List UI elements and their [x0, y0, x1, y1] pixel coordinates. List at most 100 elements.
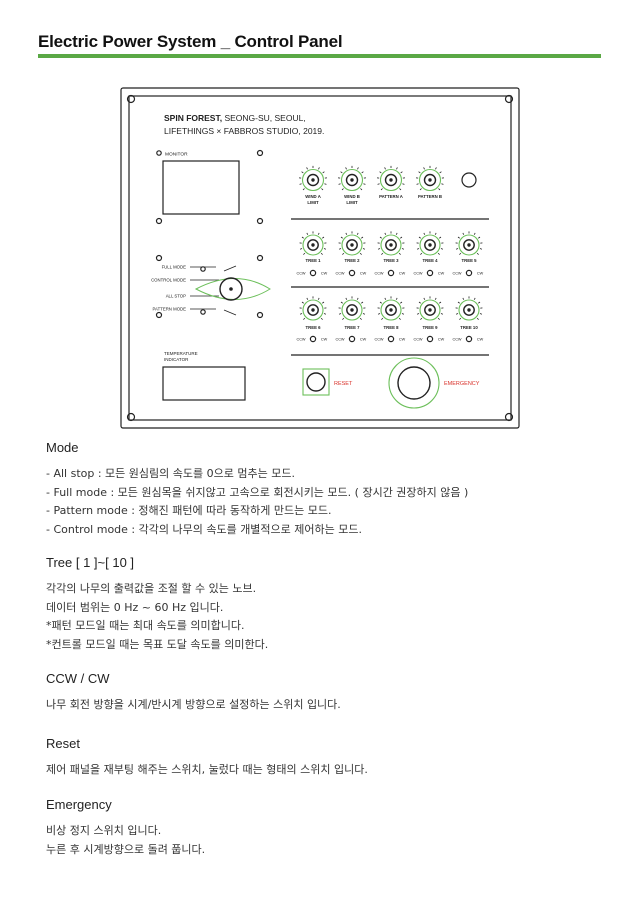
knob-tick — [381, 252, 384, 255]
knob-tick — [357, 167, 359, 170]
section-line: 각각의 나무의 출력값을 조절 할 수 있는 노브. — [46, 582, 257, 595]
section-line: 누른 후 시계방향으로 돌려 풉니다. — [46, 842, 206, 856]
tree-label: TREE 4 — [422, 258, 438, 263]
top-knob-sublabel: LIMIT — [307, 200, 319, 205]
knob-tick — [399, 188, 402, 191]
knob-tick — [401, 313, 405, 315]
ccw-label: CCW — [296, 338, 305, 342]
screw-icon — [504, 412, 514, 422]
knob-tick — [323, 313, 327, 315]
knob-tick — [306, 167, 308, 170]
knob-tick — [302, 188, 305, 191]
knob-tick — [362, 248, 366, 250]
knob-tick — [440, 313, 444, 315]
emergency-button[interactable] — [397, 366, 431, 400]
knob-ring — [302, 299, 324, 321]
top-knob[interactable] — [338, 165, 366, 192]
knob-tick — [400, 301, 403, 304]
tree-knob[interactable] — [299, 296, 327, 321]
knob-tick — [318, 167, 320, 170]
knob-cap — [463, 239, 475, 251]
section-line: - Pattern mode : 정해진 패턴에 따라 동작하게 만드는 모드. — [46, 504, 332, 517]
mode-label: ALL STOP — [166, 294, 186, 299]
monitor-screen — [162, 160, 240, 215]
knob-tick — [360, 188, 363, 191]
tree-label: TREE 1 — [305, 258, 321, 263]
knob-center — [350, 308, 354, 312]
direction-switch[interactable] — [387, 335, 395, 343]
knob-tick — [416, 183, 419, 185]
knob-tick — [320, 252, 323, 255]
knob-tick — [306, 232, 309, 235]
cw-label: CW — [360, 338, 367, 342]
top-knob[interactable] — [299, 165, 327, 192]
direction-switch[interactable] — [348, 335, 356, 343]
section-line: 비상 정지 스위치 입니다. — [46, 824, 162, 837]
knob-tick — [356, 297, 359, 300]
tree-knob[interactable] — [299, 231, 327, 256]
knob-center — [428, 243, 432, 247]
tree-knob[interactable] — [455, 296, 483, 321]
knob-tick — [473, 232, 476, 235]
knob-cap — [424, 304, 436, 316]
direction-switch[interactable] — [426, 269, 434, 277]
knob-ring — [379, 168, 403, 192]
knob-tick — [381, 317, 384, 320]
direction-switch[interactable] — [387, 269, 395, 277]
screw-icon — [256, 217, 264, 225]
mode-led-icon — [200, 309, 206, 315]
knob-tick — [322, 171, 325, 174]
knob-center — [389, 308, 393, 312]
section-heading: Tree [ 1 ]~[ 10 ] — [46, 555, 135, 570]
top-knob-sublabel: LIMIT — [346, 200, 358, 205]
tree-knob[interactable] — [455, 231, 483, 256]
control-panel-diagram: SPIN FOREST, SEONG-SU, SEOUL,LIFETHINGS … — [120, 87, 520, 429]
knob-tick — [359, 252, 362, 255]
knob-tick — [345, 167, 347, 170]
tree-knob[interactable] — [338, 231, 366, 256]
brand-line-2: LIFETHINGS × FABBROS STUDIO, 2019. — [164, 126, 324, 136]
knob-tick — [380, 188, 383, 191]
direction-switch[interactable] — [309, 269, 317, 277]
knob-tick — [476, 317, 479, 320]
screw-icon — [126, 94, 136, 104]
tree-knob[interactable] — [377, 231, 405, 256]
knob-tick — [377, 313, 381, 315]
knob-tick — [434, 297, 437, 300]
top-knob[interactable] — [416, 165, 444, 192]
reset-button[interactable] — [306, 372, 326, 392]
direction-switch[interactable] — [465, 269, 473, 277]
tree-knob[interactable] — [338, 296, 366, 321]
direction-switch[interactable] — [348, 269, 356, 277]
tree-knob[interactable] — [377, 296, 405, 321]
knob-tick — [299, 313, 303, 315]
knob-cap — [307, 304, 319, 316]
knob-cap — [424, 239, 436, 251]
top-knob-label: WIND B — [344, 194, 360, 199]
knob-tick — [379, 301, 382, 304]
knob-tick — [361, 236, 364, 239]
top-knob[interactable] — [377, 165, 405, 192]
section-heading: CCW / CW — [46, 671, 110, 686]
direction-switch[interactable] — [465, 335, 473, 343]
section-mode: Mode - All stop : 모든 원심림의 속도를 0으로 멈추는 모드… — [46, 440, 606, 539]
indicator-button — [461, 172, 477, 188]
knob-cap — [385, 304, 397, 316]
direction-switch[interactable] — [426, 335, 434, 343]
section-line: *패턴 모드일 때는 최대 속도를 의미합니다. — [46, 619, 245, 632]
knob-tick — [435, 167, 437, 170]
knob-tick — [384, 297, 387, 300]
ccw-label: CCW — [335, 338, 344, 342]
tree-knob[interactable] — [416, 231, 444, 256]
knob-tick — [420, 317, 423, 320]
knob-tick — [323, 248, 327, 250]
tree-knob[interactable] — [416, 296, 444, 321]
knob-tick — [441, 183, 444, 185]
section-line: 나무 회전 방향을 시계/반시계 방향으로 설정하는 스위치 입니다. — [46, 698, 341, 711]
emergency-label: EMERGENCY — [444, 381, 480, 387]
direction-switch[interactable] — [309, 335, 317, 343]
ccw-label: CCW — [452, 338, 461, 342]
mode-selector-knob[interactable] — [219, 277, 243, 301]
knob-tick — [340, 301, 343, 304]
knob-tick — [324, 183, 327, 185]
